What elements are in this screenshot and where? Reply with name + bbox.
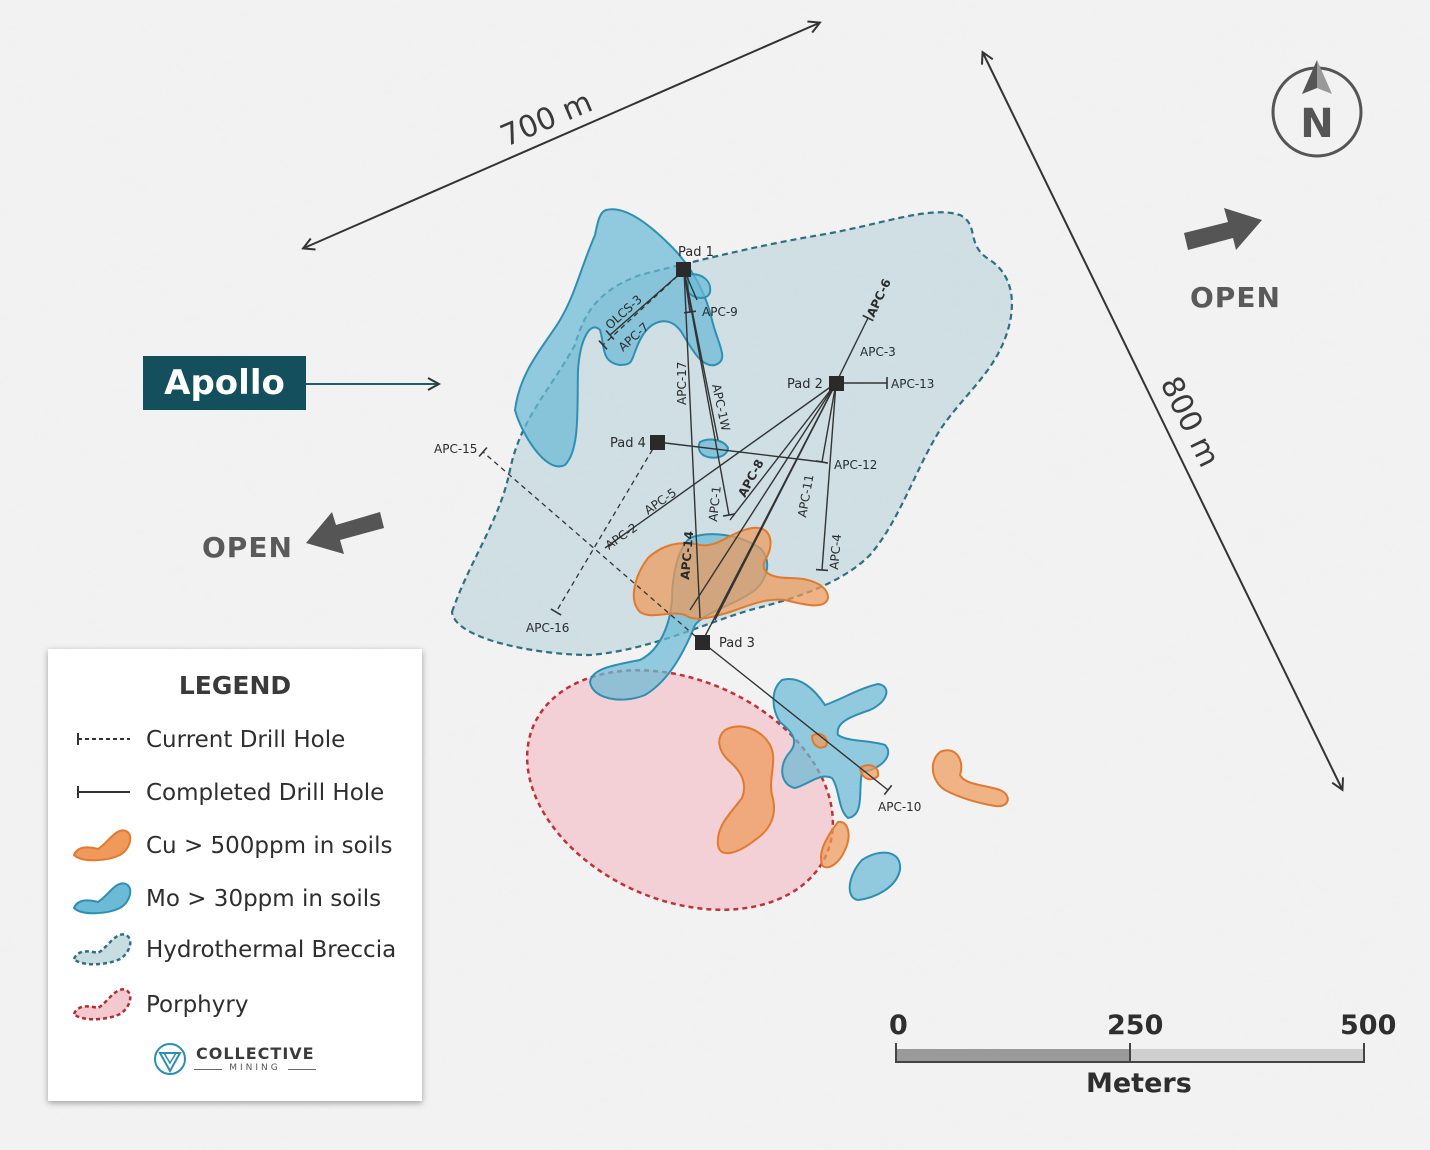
hole-label-apc16: APC-16 xyxy=(526,621,569,635)
legend-item-cu-soils: Cu > 500ppm in soils xyxy=(68,827,418,867)
pad-4-marker xyxy=(650,435,665,450)
drill-pads xyxy=(650,262,844,650)
pad-2-label: Pad 2 xyxy=(787,377,823,392)
scale-tick-250: 250 xyxy=(1107,1010,1164,1041)
orange-blob-icon xyxy=(72,829,132,862)
cu-soil-anomalies xyxy=(632,526,1009,869)
hole-label-apc9: APC-9 xyxy=(702,305,738,319)
north-label: N xyxy=(1300,101,1333,147)
open-west-arrow-icon xyxy=(306,512,384,554)
legend-item-completed-drill-hole: Completed Drill Hole xyxy=(68,774,418,814)
open-west-label: OPEN xyxy=(202,531,293,564)
width-dimension-arrow xyxy=(304,23,819,248)
hole-label-apc14: APC-14 xyxy=(678,530,696,580)
hole-label-apc15: APC-15 xyxy=(434,442,477,456)
legend-item-breccia: Hydrothermal Breccia xyxy=(68,931,418,971)
pad-1-marker xyxy=(676,262,691,277)
red-dashed-blob-icon xyxy=(72,988,132,1021)
collective-mining-logo: COLLECTIVE MINING xyxy=(152,1041,322,1081)
blue-blob-icon xyxy=(72,882,132,915)
legend-item-current-drill-hole: Current Drill Hole xyxy=(68,721,418,761)
scale-tick-500: 500 xyxy=(1340,1010,1397,1041)
pad-3-label: Pad 3 xyxy=(719,636,755,651)
dashed-line-icon xyxy=(77,733,130,745)
hole-label-apc4: APC-4 xyxy=(827,533,844,570)
hole-label-apc12: APC-12 xyxy=(834,458,877,472)
solid-line-icon xyxy=(77,786,130,798)
legend-label: Hydrothermal Breccia xyxy=(146,937,397,963)
legend-label: Mo > 30ppm in soils xyxy=(146,886,382,912)
legend-label: Cu > 500ppm in soils xyxy=(146,833,393,859)
pad-1-label: Pad 1 xyxy=(678,245,714,260)
legend-item-porphyry: Porphyry xyxy=(68,986,418,1026)
legend-title: LEGEND xyxy=(178,671,292,700)
brand-name: COLLECTIVE xyxy=(196,1044,315,1063)
open-east-arrow-icon xyxy=(1184,208,1262,250)
hole-label-apc1: APC-1 xyxy=(706,485,724,522)
open-east-label: OPEN xyxy=(1190,281,1281,314)
apollo-title-box: Apollo xyxy=(143,356,306,410)
legend-item-mo-soils: Mo > 30ppm in soils xyxy=(68,880,418,920)
scale-tick-0: 0 xyxy=(889,1010,908,1041)
hole-label-apc3: APC-3 xyxy=(860,345,896,359)
scale-unit-label: Meters xyxy=(1086,1068,1192,1099)
north-arrow-icon: N xyxy=(1271,60,1363,158)
brand-sub: MINING xyxy=(194,1063,316,1073)
pad-3-marker xyxy=(695,635,710,650)
pad-2-marker xyxy=(829,376,844,391)
completed-drill-holes xyxy=(604,269,893,796)
scale-bar xyxy=(895,1043,1365,1063)
legend-panel: LEGEND Current Drill Hole Completed Dril… xyxy=(48,649,422,1101)
legend-label: Current Drill Hole xyxy=(146,727,346,753)
collective-mining-logo-icon xyxy=(154,1043,186,1075)
teal-dashed-blob-icon xyxy=(72,933,132,966)
hole-label-apc10: APC-10 xyxy=(878,800,921,814)
legend-label: Porphyry xyxy=(146,992,249,1018)
legend-label: Completed Drill Hole xyxy=(146,780,385,806)
pad-4-label: Pad 4 xyxy=(610,436,646,451)
length-dimension-arrow xyxy=(983,53,1342,789)
hole-label-apc13: APC-13 xyxy=(891,377,934,391)
hole-label-apc17: APC-17 xyxy=(675,362,689,405)
